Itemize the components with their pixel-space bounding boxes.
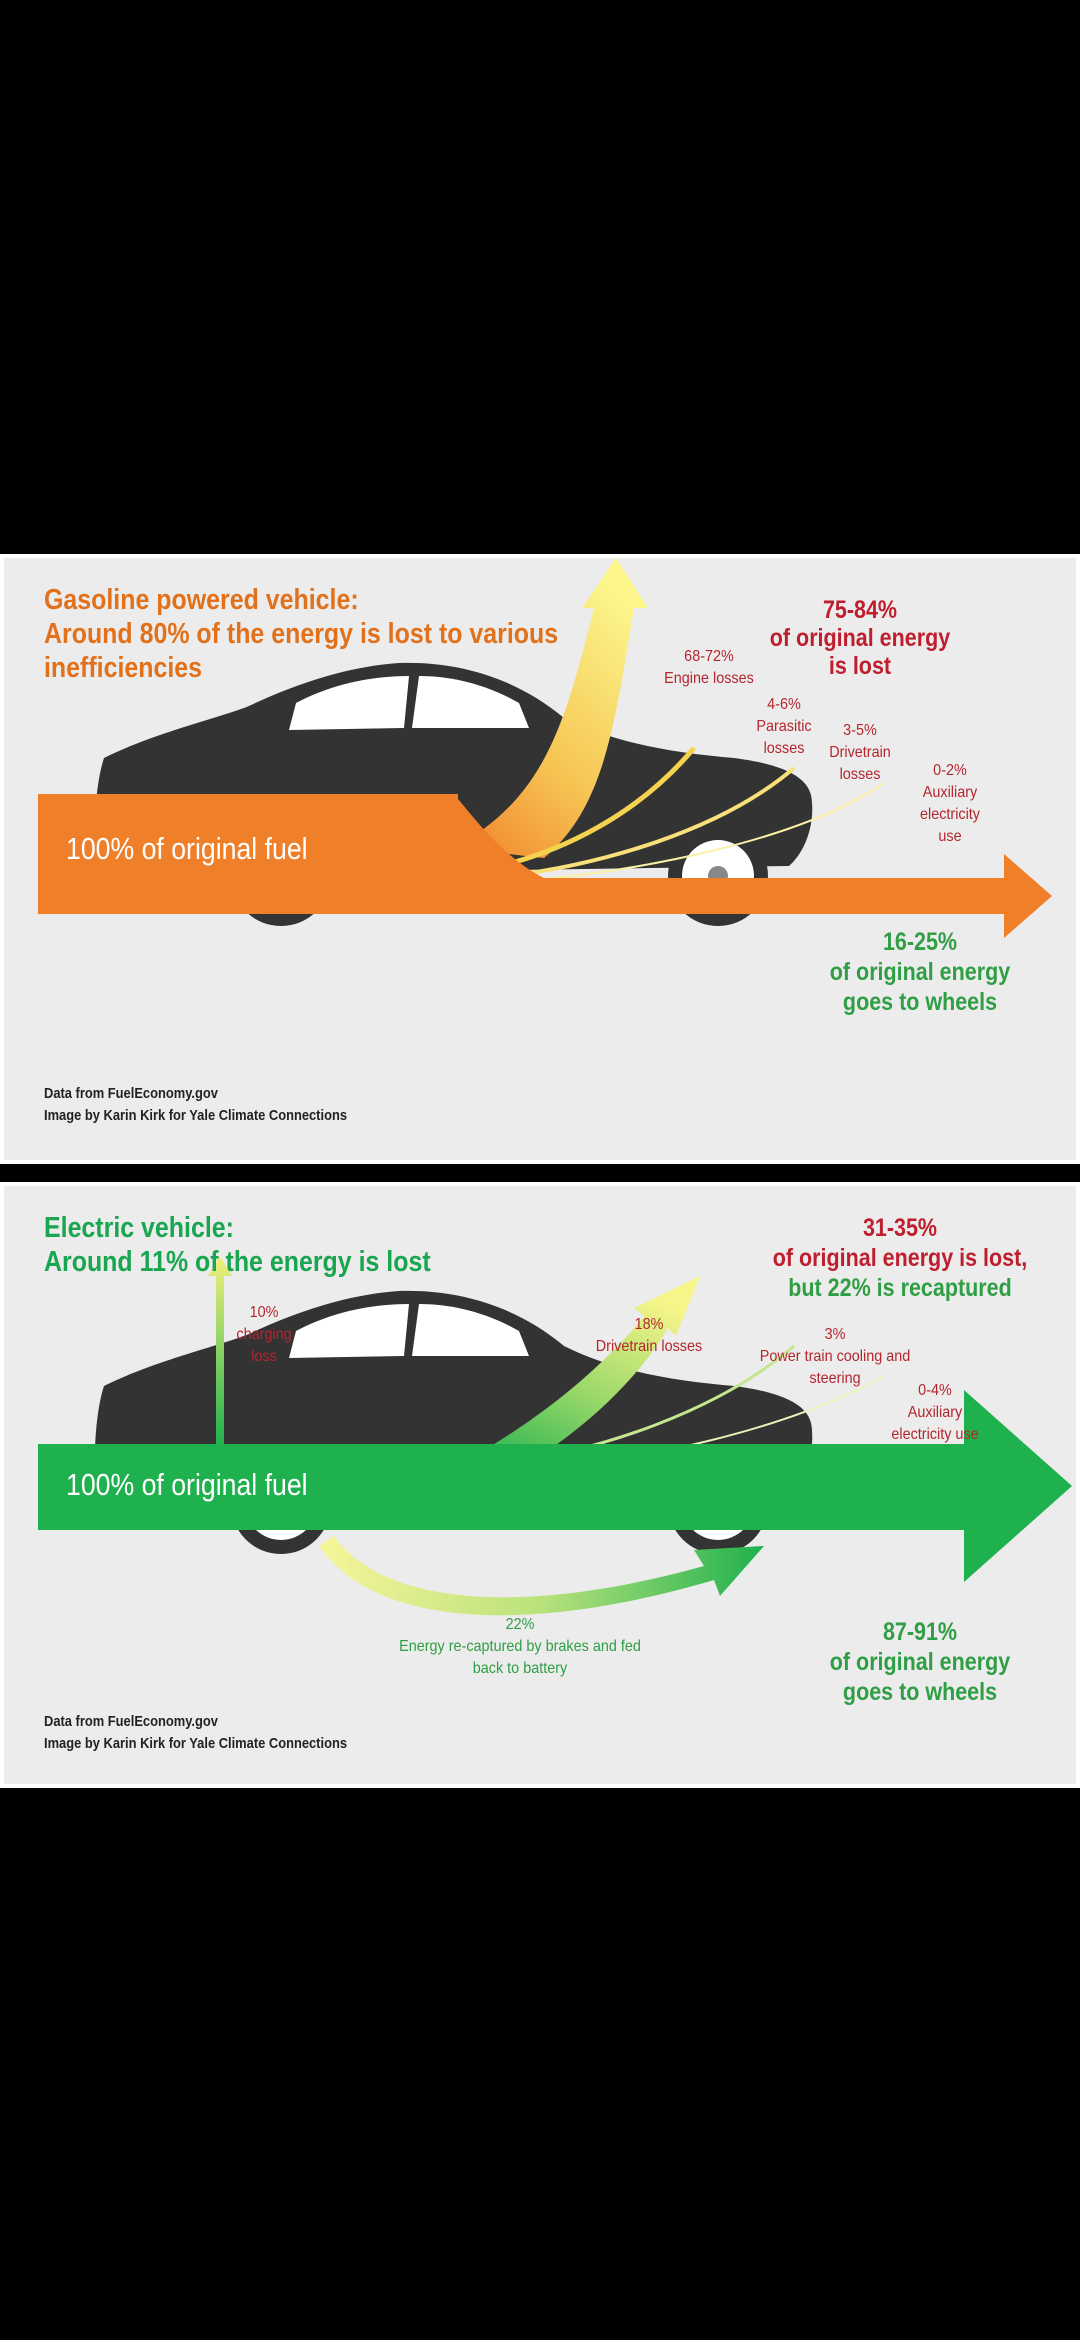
cooling-loss-line2: steering <box>809 1370 861 1387</box>
parasitic-loss-pct: 4-6% <box>767 696 801 713</box>
charging-loss-line1: charging <box>236 1326 292 1343</box>
electric-panel-background: Electric vehicle: Around 11% of the ener… <box>4 1186 1076 1784</box>
ev-aux-line1: Auxiliary <box>907 1404 963 1421</box>
electric-diagram <box>38 1256 1072 1616</box>
engine-loss-label: Engine losses <box>664 670 754 687</box>
ev-fuel-label: 100% of original fuel <box>66 1467 308 1502</box>
charging-loss-line2: loss <box>251 1348 277 1365</box>
gas-lost-line2: of original energy <box>769 624 951 652</box>
gas-title-line2: Around 80% of the energy is lost to vari… <box>44 618 559 650</box>
cooling-loss-pct: 3% <box>824 1326 846 1343</box>
gas-title-line3: inefficiencies <box>44 652 203 684</box>
ev-title-line2: Around 11% of the energy is lost <box>44 1246 431 1278</box>
gas-title-line1: Gasoline powered vehicle: <box>44 584 359 616</box>
parasitic-loss-line2: losses <box>763 740 805 757</box>
gasoline-panel-background: Gasoline powered vehicle: Around 80% of … <box>4 558 1076 1160</box>
fuel-arrow-body <box>38 794 458 914</box>
charging-loss-arrow <box>208 1256 232 1446</box>
ev-title-line1: Electric vehicle: <box>44 1212 234 1244</box>
aux-loss-line2: electricity <box>919 806 981 823</box>
ev-fuel-arrow <box>38 1390 1072 1582</box>
engine-loss-pct: 68-72% <box>684 648 734 665</box>
gas-credit-line2: Image by Karin Kirk for Yale Climate Con… <box>44 1107 348 1124</box>
gas-wheels-line2: of original energy <box>829 958 1011 986</box>
parasitic-loss-line1: Parasitic <box>756 718 812 735</box>
ev-lost-line3: but 22% is recaptured <box>788 1274 1012 1302</box>
drivetrain-loss-pct: 3-5% <box>843 722 877 739</box>
gasoline-panel: Gasoline powered vehicle: Around 80% of … <box>0 554 1080 1164</box>
recapture-line2: back to battery <box>472 1660 568 1677</box>
engine-loss-arrow <box>454 558 648 858</box>
ev-aux-pct: 0-4% <box>918 1382 952 1399</box>
gas-lost-pct: 75-84% <box>822 596 898 624</box>
gas-wheels-pct: 16-25% <box>882 928 958 956</box>
ev-lost-line2: of original energy is lost, <box>772 1244 1028 1272</box>
gas-fuel-label: 100% of original fuel <box>66 831 308 866</box>
ev-wheels-pct: 87-91% <box>882 1618 958 1646</box>
recapture-arrow <box>319 1536 764 1616</box>
ev-lost-pct: 31-35% <box>862 1214 938 1242</box>
ev-aux-line2: electricity use <box>891 1426 979 1443</box>
electric-panel: Electric vehicle: Around 11% of the ener… <box>0 1182 1080 1788</box>
aux-loss-pct: 0-2% <box>933 762 967 779</box>
ev-drivetrain-pct: 18% <box>634 1316 664 1333</box>
gas-lost-line3: is lost <box>828 652 892 680</box>
gas-credit-line1: Data from FuelEconomy.gov <box>44 1085 218 1102</box>
ev-wheels-line2: of original energy <box>829 1648 1011 1676</box>
ev-drivetrain-label: Drivetrain losses <box>595 1338 703 1355</box>
cooling-loss-line1: Power train cooling and <box>759 1348 911 1365</box>
aux-loss-line3: use <box>938 828 962 845</box>
recapture-pct: 22% <box>505 1616 535 1633</box>
charging-loss-pct: 10% <box>249 1304 279 1321</box>
gasoline-diagram <box>38 558 1052 938</box>
recapture-line1: Energy re-captured by brakes and fed <box>399 1638 641 1655</box>
ev-drivetrain-loss-arrow <box>474 1276 700 1466</box>
ev-wheels-line3: goes to wheels <box>842 1678 998 1706</box>
drivetrain-loss-line1: Drivetrain <box>829 744 891 761</box>
ev-credit-line2: Image by Karin Kirk for Yale Climate Con… <box>44 1735 348 1752</box>
gas-wheels-line3: goes to wheels <box>842 988 998 1016</box>
drivetrain-loss-line2: losses <box>839 766 881 783</box>
aux-loss-line1: Auxiliary <box>922 784 978 801</box>
ev-credit-line1: Data from FuelEconomy.gov <box>44 1713 218 1730</box>
